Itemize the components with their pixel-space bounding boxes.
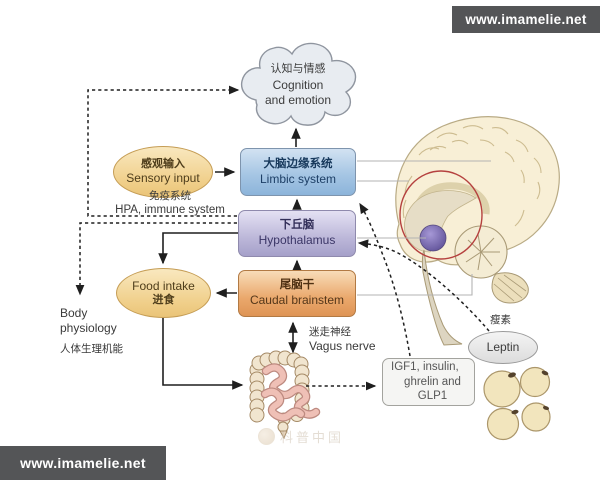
cognition-label-zh: 认知与情感: [270, 63, 326, 75]
sensory-label-zh: 感观输入: [141, 158, 185, 171]
limbic-region-outline: [399, 170, 483, 260]
food-intake-label-zh: 进食: [152, 293, 175, 306]
dashed-hpa-to-body-physiology: [75, 222, 237, 296]
site-banner-top-right: www.imamelie.net: [452, 6, 600, 33]
brainstem-label-en: Caudal brainstem: [249, 293, 345, 308]
arrow-food-intake-to-gut: [162, 318, 244, 390]
arrow-hypothalamus-to-food-intake: [158, 232, 238, 265]
food-intake-label-en: Food intake: [132, 279, 195, 294]
cognition-label-en1: Cognition: [272, 77, 324, 92]
fat-cells-illustration: [483, 366, 551, 441]
kepu-china-watermark: 科普中国: [258, 427, 344, 446]
limbic-label-en: Limbic system: [259, 171, 336, 186]
cognition-cloud-label: 认知与情感 Cognition and emotion: [252, 63, 344, 108]
hypothalamus-label-en: Hypothalamus: [258, 233, 336, 248]
food-intake-oval: Food intake 进食: [116, 268, 211, 318]
body-physiology-label: Body physiology 人体生理机能: [60, 306, 170, 356]
limbic-label-zh: 大脑边缘系统: [263, 157, 333, 170]
hypothalamus-box: 下丘脑 Hypothalamus: [238, 210, 356, 257]
gut-hormones-line1: IGF1, insulin,: [391, 360, 459, 373]
caudal-brainstem-box: 尾脑干 Caudal brainstem: [238, 270, 356, 317]
leptin-oval: Leptin: [468, 331, 538, 364]
gut-hormones-line2: ghrelin and GLP1: [404, 375, 461, 403]
solid-arrows: [158, 127, 302, 390]
dashed-hormones-to-limbic: [359, 202, 411, 357]
leptin-zh-label: 瘦素: [490, 314, 511, 326]
brain-illustration: [395, 116, 560, 346]
hpa-immune-label: 免疫系统 HPA, immune system: [100, 190, 240, 218]
dashed-arrows: [75, 85, 490, 391]
vagus-label-zh: 迷走神经: [309, 326, 351, 338]
cognition-label-en2: and emotion: [264, 92, 332, 107]
leptin-label-en: Leptin: [486, 340, 520, 355]
hpa-label-en: HPA, immune system: [115, 204, 225, 217]
kepu-china-watermark-text: 科普中国: [280, 430, 345, 445]
sensory-label-en: Sensory input: [126, 171, 200, 186]
cognition-cloud-shape: [240, 42, 357, 126]
dashed-hpa-to-cognition: [87, 85, 240, 217]
body-label-en1: Body: [60, 306, 88, 320]
limbic-system-box: 大脑边缘系统 Limbic system: [240, 148, 356, 196]
gut-hormones-box: IGF1, insulin, ghrelin and GLP1: [382, 358, 475, 406]
site-banner-bottom-left: www.imamelie.net: [0, 446, 166, 480]
vagus-label-en: Vagus nerve: [309, 339, 376, 354]
brain-connector-lines: [357, 160, 491, 296]
body-label-zh: 人体生理机能: [60, 343, 123, 355]
intestine-illustration: [249, 350, 321, 440]
kepu-china-logo-icon: [258, 428, 275, 445]
brainstem-label-zh: 尾脑干: [279, 279, 315, 292]
sensory-input-oval: 感观输入 Sensory input: [113, 146, 213, 198]
dashed-leptin-to-hypothalamus: [357, 239, 490, 332]
body-label-en2: physiology: [60, 321, 117, 335]
hpa-label-zh: 免疫系统: [149, 190, 191, 202]
vagus-nerve-label: 迷走神经 Vagus nerve: [309, 326, 376, 354]
hypothalamus-label-zh: 下丘脑: [279, 219, 315, 232]
